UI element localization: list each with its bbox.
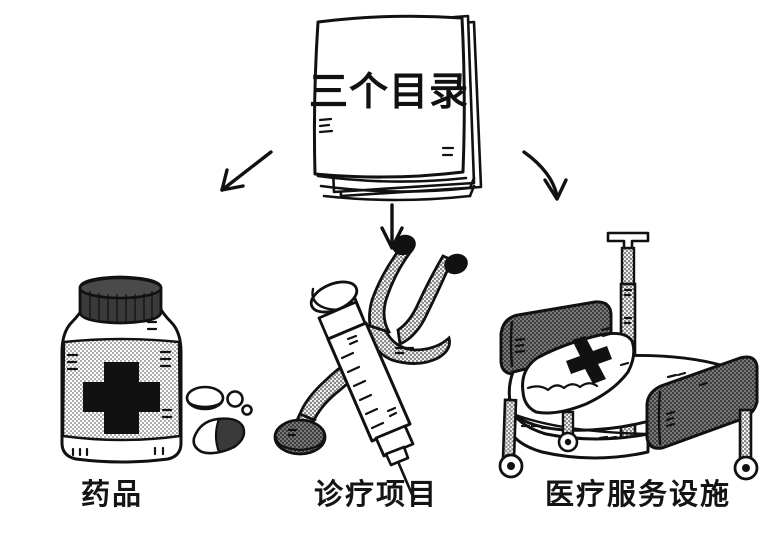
stethoscope-eartip-right	[444, 253, 468, 275]
caption-facilities: 医疗服务设施	[545, 477, 731, 511]
document-edge-line-3	[322, 194, 472, 202]
pill-capsule	[192, 417, 246, 455]
document-edge-line-1	[316, 174, 468, 183]
pillow-cross-icon	[566, 336, 612, 384]
bottle-cap	[78, 275, 163, 325]
document-stack: 三个目录	[309, 14, 483, 202]
caster-mid-hub	[564, 438, 572, 446]
bed-legs-and-casters	[498, 398, 759, 481]
caption-treatment: 诊疗项目	[314, 477, 438, 511]
syringe-hub-tip	[384, 445, 410, 467]
bed-mattress-side	[503, 398, 650, 460]
bed-leg-front-right	[738, 408, 753, 464]
bed-headboard-inner-line	[509, 320, 514, 368]
syringe-graduations	[340, 351, 385, 430]
syringe-squiggle-marks	[346, 334, 398, 418]
arrow-down-right-icon	[522, 150, 568, 201]
pill-small-round	[226, 390, 244, 408]
medicine-bottle-icon	[60, 275, 253, 464]
caption-medicine: 药品	[81, 478, 143, 511]
syringe-stethoscope-icon	[273, 234, 468, 501]
bottle-squiggle-marks	[66, 320, 173, 457]
bed-footboard	[645, 355, 759, 450]
stethoscope-tube-right	[396, 254, 454, 347]
stethoscope-squiggle-marks	[394, 346, 415, 355]
bed-pillow	[521, 326, 636, 415]
footboard-squiggle-marks	[665, 410, 676, 428]
stethoscope-tube-left	[368, 244, 415, 340]
bed-leg-front-left	[501, 398, 518, 462]
pills-group	[185, 385, 253, 455]
document-edge-line-2	[319, 184, 472, 193]
syringe-needle	[397, 462, 416, 501]
arrow-down-left-icon	[220, 150, 273, 192]
pill-tiny-round	[241, 404, 253, 416]
headboard-squiggle-marks	[514, 337, 526, 354]
pillow-squiggle-marks	[600, 326, 630, 367]
iv-pole-upper	[620, 246, 636, 288]
mattress-squiggle-marks	[520, 371, 709, 440]
document-sheet-front	[312, 14, 466, 179]
caster-front-left-hub	[507, 462, 515, 470]
bed-footboard-inner-line	[657, 390, 662, 446]
syringe-hub	[374, 424, 415, 458]
iv-pole-squiggle-marks	[623, 288, 633, 325]
document-edge-corner	[468, 176, 476, 198]
stethoscope-eartip-left	[392, 234, 416, 256]
syringe	[309, 280, 416, 501]
bottle-cross-icon	[83, 362, 160, 434]
document-squiggle-marks-left	[318, 117, 334, 134]
document-title-label: 三个目录	[309, 71, 469, 114]
document-squiggle-marks-right	[441, 146, 455, 157]
hospital-bed-icon	[498, 231, 759, 481]
caster-front-right-hub	[742, 464, 750, 472]
